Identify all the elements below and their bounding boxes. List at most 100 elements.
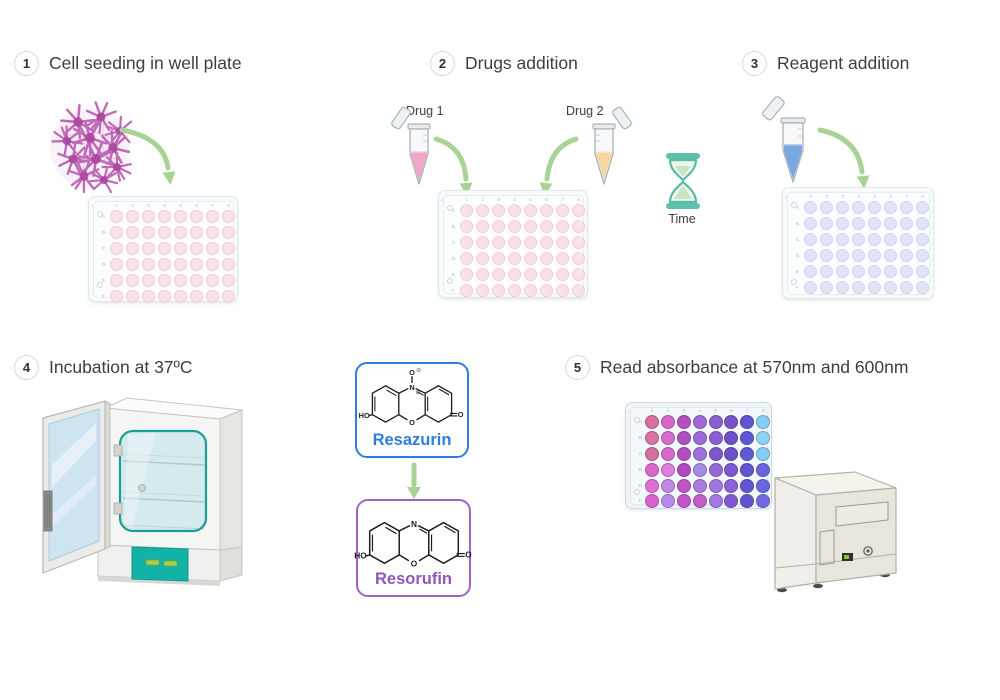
well-F6 — [539, 283, 554, 298]
well-E1 — [110, 273, 124, 288]
well-A6 — [883, 201, 898, 215]
atom-o-top: O — [409, 368, 415, 377]
well-D8 — [915, 248, 930, 263]
well-E5 — [173, 273, 188, 288]
well-A7 — [205, 210, 220, 224]
well-E4 — [692, 478, 707, 493]
well-C7 — [205, 241, 220, 256]
well-A1 — [645, 415, 659, 429]
well-A7 — [899, 201, 914, 215]
well-C6 — [883, 232, 898, 247]
well-A6 — [539, 204, 554, 218]
atom-o-ring: O — [409, 418, 415, 427]
well-F8 — [221, 289, 236, 304]
well-B5 — [173, 225, 188, 240]
well-E7 — [899, 264, 914, 279]
well-B1 — [645, 430, 659, 445]
well-F7 — [740, 494, 755, 509]
well-C2 — [475, 235, 490, 250]
well-B6 — [189, 225, 204, 240]
well-F7 — [205, 289, 220, 304]
well-F4 — [851, 280, 866, 295]
well-C3 — [835, 232, 850, 247]
well-F4 — [692, 494, 707, 509]
well-B5 — [523, 219, 538, 234]
step-3-number-badge: 3 — [742, 51, 767, 76]
well-F8 — [756, 494, 771, 509]
well-A8 — [915, 201, 930, 215]
well-C4 — [507, 235, 522, 250]
well-D8 — [571, 251, 586, 266]
well-F5 — [708, 494, 723, 509]
charge-plus: ⊕ — [415, 390, 420, 396]
well-F3 — [141, 289, 156, 304]
well-F4 — [157, 289, 172, 304]
well-D1 — [460, 251, 474, 266]
well-C5 — [173, 241, 188, 256]
well-F4 — [507, 283, 522, 298]
time-label: Time — [668, 212, 696, 226]
well-D2 — [819, 248, 834, 263]
well-B4 — [851, 216, 866, 231]
well-B3 — [491, 219, 506, 234]
arrow-conversion-icon — [407, 462, 421, 499]
well-E7 — [205, 273, 220, 288]
atom-n: N — [411, 519, 417, 529]
well-A5 — [173, 210, 188, 224]
well-D7 — [899, 248, 914, 263]
well-A5 — [867, 201, 882, 215]
well-E8 — [915, 264, 930, 279]
well-F2 — [125, 289, 140, 304]
plate-wells — [804, 201, 930, 295]
well-C4 — [851, 232, 866, 247]
curved-arrow-reagent-icon — [817, 127, 870, 189]
well-C2 — [660, 446, 675, 461]
cell-cluster-icon — [46, 97, 141, 199]
well-A1 — [460, 204, 474, 218]
well-A2 — [660, 415, 675, 429]
well-E5 — [867, 264, 882, 279]
well-C1 — [460, 235, 474, 250]
well-E5 — [708, 478, 723, 493]
well-F1 — [460, 283, 474, 298]
well-B3 — [835, 216, 850, 231]
well-E3 — [141, 273, 156, 288]
well-E1 — [460, 267, 474, 282]
step-1-header: 1 Cell seeding in well plate — [14, 51, 242, 76]
well-A7 — [740, 415, 755, 429]
well-B1 — [804, 216, 818, 231]
well-D7 — [555, 251, 570, 266]
well-D6 — [189, 257, 204, 272]
well-D3 — [491, 251, 506, 266]
curved-arrow-seeding-icon — [119, 127, 176, 185]
well-E2 — [125, 273, 140, 288]
well-E7 — [740, 478, 755, 493]
incubator-control-panel — [131, 546, 189, 582]
well-C1 — [804, 232, 818, 247]
well-E4 — [851, 264, 866, 279]
well-E2 — [819, 264, 834, 279]
well-E3 — [676, 478, 691, 493]
well-C5 — [708, 446, 723, 461]
well-F7 — [899, 280, 914, 295]
step-2-label: Drugs addition — [465, 53, 578, 73]
well-F1 — [804, 280, 818, 295]
step-1-number-badge: 1 — [14, 51, 39, 76]
resorufin-box: N O HO O Resorufin — [354, 499, 472, 597]
well-B1 — [460, 219, 474, 234]
well-D3 — [835, 248, 850, 263]
well-D6 — [883, 248, 898, 263]
well-D1 — [645, 462, 659, 477]
well-E4 — [157, 273, 172, 288]
well-C2 — [819, 232, 834, 247]
well-C7 — [555, 235, 570, 250]
well-A4 — [157, 210, 172, 224]
resazurin-structure-icon: N O O ⊖ ⊕ HO O — [359, 368, 464, 427]
well-F8 — [571, 283, 586, 298]
well-C8 — [571, 235, 586, 250]
